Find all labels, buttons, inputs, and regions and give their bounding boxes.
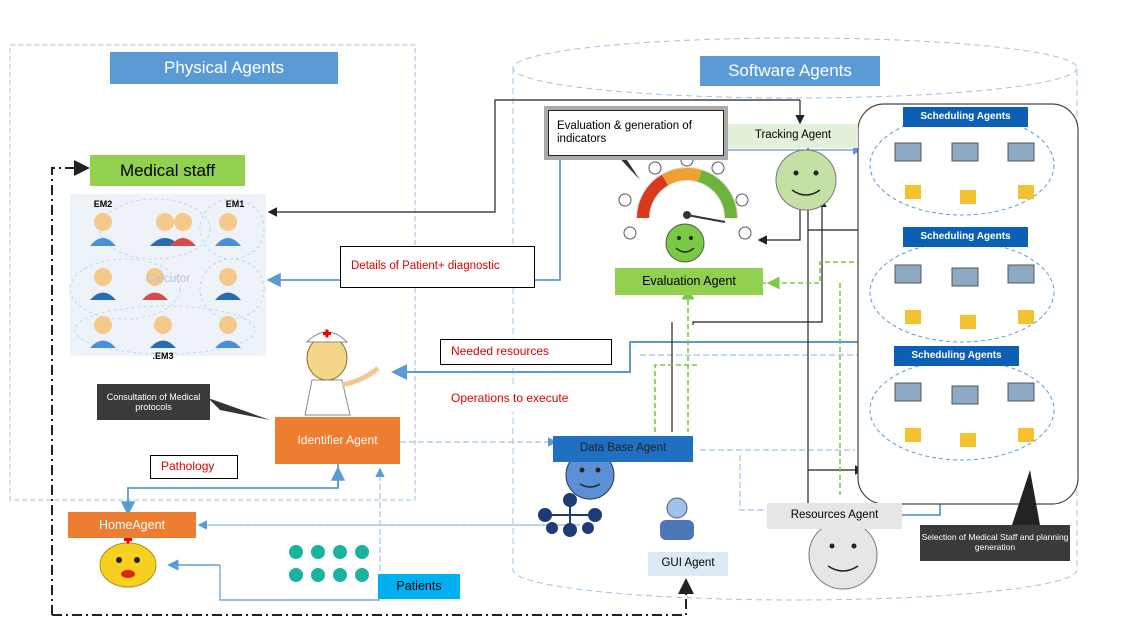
- selection-callout: Selection of Medical Staff and planning …: [920, 525, 1070, 561]
- consultation-callout: Consultation of Medical protocols: [97, 384, 210, 420]
- em3-label: .EM3: [152, 350, 174, 361]
- consultation-pointer: [208, 398, 270, 420]
- loop-connector-bottom: [52, 578, 694, 616]
- selection-pointer: [1012, 470, 1040, 525]
- scheduling-agents-header-1: Scheduling Agents: [903, 107, 1028, 127]
- patients-label: Patients: [378, 574, 460, 599]
- scheduling-agents-header-3: Scheduling Agents: [894, 346, 1019, 366]
- arrow-tracking-to-staff: [267, 99, 800, 217]
- scheduling-container: [857, 103, 1079, 505]
- em2-label: EM2: [93, 198, 113, 209]
- nurse-icon: [304, 329, 380, 416]
- sick-smiley-icon: [99, 535, 157, 588]
- medical-staff-label: Medical staff: [90, 155, 245, 186]
- needed-resources-label: Needed resources: [440, 339, 612, 365]
- database-agent-box: Data Base Agent: [553, 436, 693, 462]
- home-agent-box: HomeAgent: [68, 512, 196, 538]
- arrow-green-loop: [654, 364, 700, 432]
- pathology-label: Pathology: [150, 455, 238, 479]
- tracking-agent-box: Tracking Agent: [728, 124, 858, 148]
- physical-agents-header: Physical Agents: [110, 52, 338, 84]
- callout-pointer: [612, 150, 640, 180]
- computer-icon: [894, 142, 1035, 447]
- identifier-agent-box: Identifier Agent: [275, 417, 400, 464]
- em1-label: EM1: [225, 198, 245, 209]
- operations-label: Operations to execute: [440, 386, 612, 412]
- arrow-resources-to-nurse: [391, 341, 860, 380]
- watermark-text: Calcutor: [145, 271, 191, 286]
- gauge-icon: [618, 153, 752, 240]
- database-icon: [538, 493, 602, 537]
- details-label: Details of Patient+ diagnostic: [340, 246, 535, 288]
- gui-agent-figure: [660, 497, 694, 540]
- loop-connector-left: [51, 160, 90, 615]
- doctor-icon: [90, 213, 241, 348]
- arrow-sched-to-eval-green: [766, 261, 870, 290]
- software-region-cylinder: [512, 37, 1078, 601]
- software-agents-header: Software Agents: [700, 56, 880, 86]
- arrow-tracking-to-eval: [757, 200, 801, 245]
- arrow-db-to-tracking: [692, 197, 827, 325]
- gui-agent-box: GUI Agent: [648, 552, 728, 576]
- patients-icon: [289, 545, 369, 582]
- evaluation-agent-box: Evaluation Agent: [615, 268, 763, 295]
- evaluation-callout: Evaluation & generation of indicators: [548, 110, 724, 156]
- resources-agent-box: Resources Agent: [767, 503, 902, 529]
- scheduling-agents-header-2: Scheduling Agents: [903, 227, 1028, 247]
- smiley-icon: [565, 149, 878, 590]
